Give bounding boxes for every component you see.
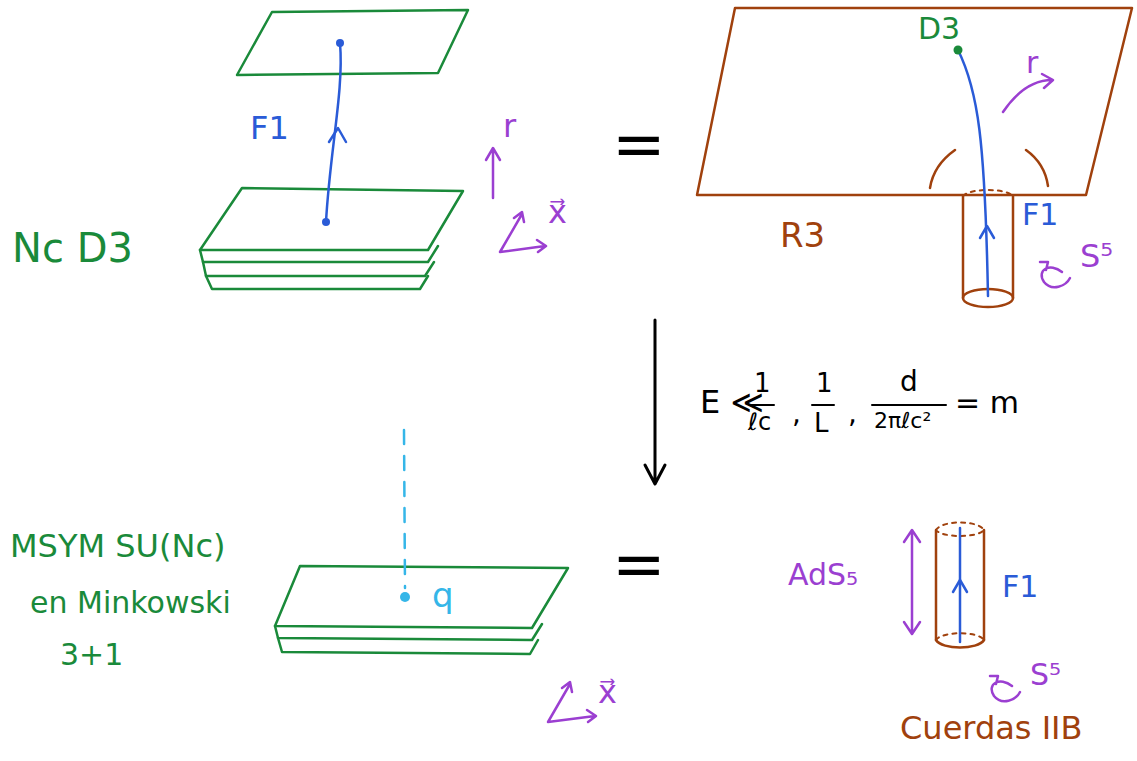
condition-text: = m — [955, 388, 1019, 418]
theory-label: MSYM SU(Nc) — [10, 530, 225, 562]
condition-text: 1 — [754, 370, 771, 396]
string-label: F1 — [1022, 200, 1058, 230]
equals-sign: = — [612, 532, 666, 596]
string-label: F1 — [1002, 572, 1038, 602]
sphere-label: S⁵ — [1030, 660, 1061, 690]
string — [958, 50, 988, 296]
axis-arrow — [500, 212, 546, 252]
condition-text: , — [792, 400, 801, 428]
axis-label: r — [503, 110, 516, 142]
condition-text: , — [848, 400, 857, 428]
string — [959, 528, 962, 642]
sphere-label: S⁵ — [1080, 240, 1113, 272]
d3-sheet — [275, 566, 568, 628]
brane-label: D3 — [918, 14, 960, 44]
axis-arrow — [1003, 74, 1053, 112]
space-label: AdS₅ — [788, 560, 858, 590]
d3-sheet — [275, 624, 542, 640]
rotation-arrow — [990, 676, 1020, 701]
condition-text: ℓc — [748, 410, 771, 434]
d3-sheet — [203, 262, 434, 276]
throat — [930, 150, 1048, 188]
d3-sheet — [200, 246, 438, 262]
axis-arrow — [486, 148, 500, 198]
condition-text: L — [814, 410, 829, 436]
endpoint-dot — [322, 218, 330, 226]
arrowhead — [980, 226, 994, 238]
range-arrow — [904, 530, 920, 634]
d3-sheet — [237, 10, 468, 75]
endpoint-dot — [336, 39, 344, 47]
space-label: R3 — [780, 218, 825, 252]
d3-sheet — [278, 638, 538, 654]
axis-arrow — [548, 682, 596, 722]
condition-text: 2πℓc² — [874, 410, 931, 432]
theory-label: en Minkowski — [30, 588, 231, 618]
arrowhead — [329, 128, 346, 142]
equals-sign: = — [612, 112, 666, 176]
d3-sheet — [206, 276, 428, 289]
axis-label: r — [1026, 48, 1038, 78]
throat — [963, 190, 1013, 196]
brane-label: Nc D3 — [12, 228, 133, 268]
quark-label: q — [432, 578, 454, 612]
axis-label: x⃗ — [548, 196, 567, 228]
axis-label: x⃗ — [598, 676, 617, 708]
arrowhead — [953, 580, 967, 592]
string-label: F1 — [250, 112, 289, 144]
condition-text: 1 — [816, 370, 833, 396]
r3-plane — [697, 8, 1132, 195]
theory-label: 3+1 — [60, 640, 123, 670]
string — [326, 43, 341, 222]
string-dashed — [404, 430, 405, 588]
rotation-arrow — [1040, 262, 1070, 287]
quark-dot — [400, 592, 410, 602]
d3-sheet — [200, 188, 463, 250]
endpoint-dot — [954, 46, 963, 55]
limit-arrow — [645, 320, 665, 484]
condition-text: d — [900, 368, 918, 396]
theory-label: Cuerdas IIB — [900, 712, 1083, 744]
